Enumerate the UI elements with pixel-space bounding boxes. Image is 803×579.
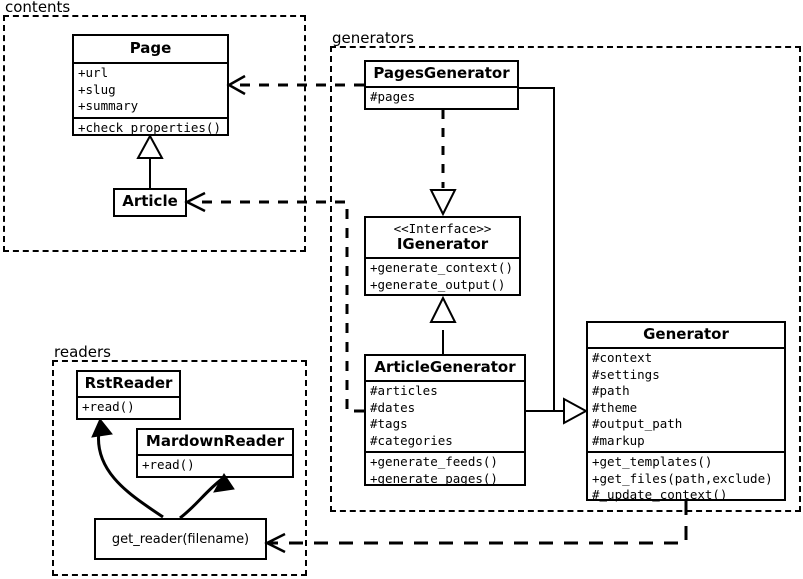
class-member: +generate_output() xyxy=(370,276,506,292)
class-member: +summary xyxy=(78,98,139,114)
class-igenerator-stereotype: <<Interface>> xyxy=(393,221,492,236)
package-readers xyxy=(52,360,307,576)
class-member: #path xyxy=(592,383,630,399)
package-contents xyxy=(3,15,306,252)
class-member: #context xyxy=(592,350,653,366)
class-member: #markup xyxy=(592,432,645,448)
class-member: +read() xyxy=(142,457,195,473)
class-page[interactable]: Page +url +slug +summary +check_properti… xyxy=(72,34,229,136)
class-rst-reader[interactable]: RstReader +read() xyxy=(76,370,181,420)
class-member: +generate_context() xyxy=(370,260,513,276)
class-igenerator-operations: +generate_context() +generate_output() xyxy=(366,257,519,295)
class-member: #theme xyxy=(592,399,638,415)
class-member: +get_files(path,exclude) xyxy=(592,470,773,486)
class-pages-generator-attributes: #pages xyxy=(366,86,517,108)
class-member: #dates xyxy=(370,399,416,415)
class-generator-title: Generator xyxy=(643,325,729,343)
package-generators-label: generators xyxy=(330,29,416,47)
class-mardown-reader-title: MardownReader xyxy=(145,432,285,450)
class-igenerator[interactable]: <<Interface>> IGenerator +generate_conte… xyxy=(364,216,521,296)
class-generator-operations: +get_templates() +get_files(path,exclude… xyxy=(588,451,784,506)
package-contents-label: contents xyxy=(3,0,73,16)
class-member: +read() xyxy=(82,399,135,415)
class-article[interactable]: Article xyxy=(113,188,187,217)
class-article-generator-operations: +generate_feeds() +generate_pages() xyxy=(366,451,524,489)
class-member: #categories xyxy=(370,432,453,448)
class-member: +check_properties() xyxy=(78,119,221,135)
class-igenerator-title: <<Interface>> IGenerator xyxy=(366,218,519,257)
class-generator[interactable]: Generator #context #settings #path #them… xyxy=(586,321,786,502)
class-rst-reader-title: RstReader xyxy=(84,374,173,392)
class-article-generator-attributes: #articles #dates #tags #categories xyxy=(366,380,524,451)
class-member: #articles xyxy=(370,383,438,399)
class-member: +slug xyxy=(78,81,116,97)
class-member: #tags xyxy=(370,416,408,432)
class-article-generator[interactable]: ArticleGenerator #articles #dates #tags … xyxy=(364,354,526,486)
class-member: #pages xyxy=(370,89,416,105)
class-article-generator-title: ArticleGenerator xyxy=(374,358,516,376)
function-get-reader-label: get_reader(filename) xyxy=(111,531,250,547)
class-member: #settings xyxy=(592,366,660,382)
function-get-reader[interactable]: get_reader(filename) xyxy=(94,518,267,560)
class-mardown-reader[interactable]: MardownReader +read() xyxy=(136,428,294,478)
class-mardown-reader-operations: +read() xyxy=(138,454,292,476)
class-member: +generate_feeds() xyxy=(370,454,498,470)
class-page-attributes: +url +slug +summary xyxy=(74,62,227,117)
class-pages-generator[interactable]: PagesGenerator #pages xyxy=(364,60,519,110)
class-igenerator-name: IGenerator xyxy=(396,235,489,253)
class-member: +get_templates() xyxy=(592,454,713,470)
class-article-title: Article xyxy=(122,192,178,210)
class-pages-generator-title: PagesGenerator xyxy=(373,64,510,82)
class-page-operations: +check_properties() xyxy=(74,116,227,139)
class-member: #_update_context() xyxy=(592,487,728,503)
class-rst-reader-operations: +read() xyxy=(78,396,179,418)
class-page-title: Page xyxy=(129,39,172,57)
class-member: #output_path xyxy=(592,416,683,432)
class-member: +url xyxy=(78,65,109,81)
class-generator-attributes: #context #settings #path #theme #output_… xyxy=(588,347,784,451)
package-readers-label: readers xyxy=(52,343,113,361)
class-member: +generate_pages() xyxy=(370,470,498,486)
